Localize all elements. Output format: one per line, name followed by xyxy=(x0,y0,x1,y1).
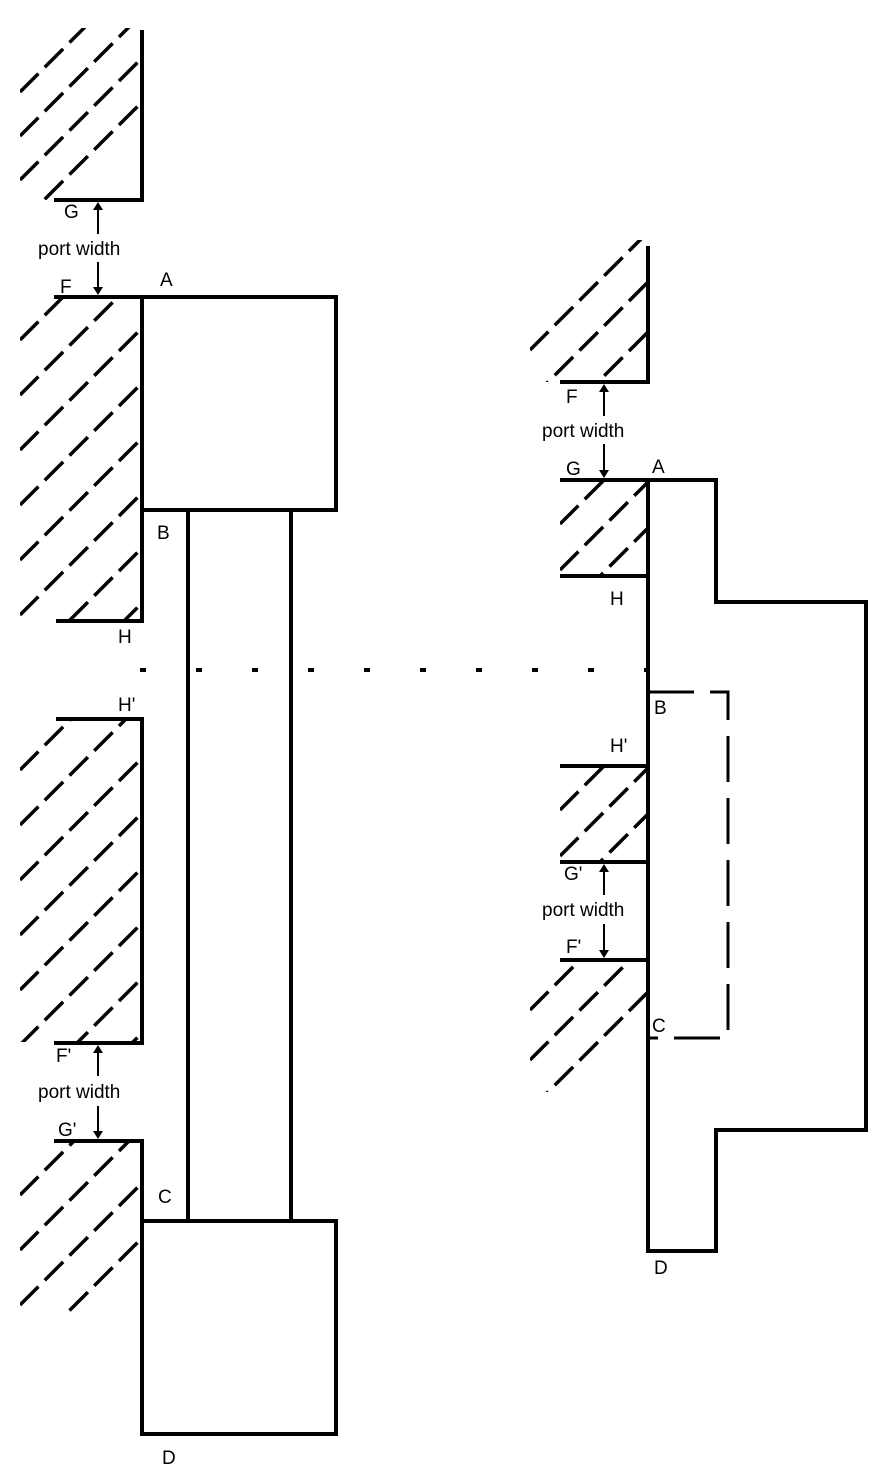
right-view: port width port width F G A H B H' G' F'… xyxy=(530,240,868,1279)
label-d-left: D xyxy=(162,1448,176,1469)
port-width-label-top-right: port width xyxy=(542,421,624,442)
housing-block-upper-left xyxy=(20,295,144,623)
housing-block-lower-left xyxy=(20,717,144,1045)
spool-left xyxy=(140,295,338,1436)
label-f-right: F xyxy=(566,387,578,408)
label-h-right: H xyxy=(610,589,624,610)
label-g-right: G xyxy=(566,459,581,480)
label-f-prime-left: F' xyxy=(56,1046,71,1067)
label-f-left: F xyxy=(60,277,72,298)
label-a-right: A xyxy=(652,457,665,478)
label-b-left: B xyxy=(157,523,170,544)
label-h-left: H xyxy=(118,627,132,648)
spool-land-lower xyxy=(140,1219,338,1436)
label-f-prime-right: F' xyxy=(566,937,581,958)
housing-block-top-right xyxy=(530,240,650,384)
label-g-left: G xyxy=(64,202,79,223)
label-b-right: B xyxy=(654,698,667,719)
label-d-right: D xyxy=(654,1258,668,1279)
label-a-left: A xyxy=(160,270,173,291)
label-g-prime-right: G' xyxy=(564,864,582,885)
spool-right-dashed-pocket xyxy=(648,690,730,1040)
left-view: port width port width G F A B H H' F' G'… xyxy=(20,28,338,1469)
label-g-prime-left: G' xyxy=(58,1120,76,1141)
port-width-label-top-left: port width xyxy=(38,239,120,260)
housing-block-bottom-right xyxy=(530,958,650,1092)
label-c-left: C xyxy=(158,1187,172,1208)
housing-block-upper-right xyxy=(560,478,650,578)
label-h-prime-left: H' xyxy=(118,695,135,716)
port-width-label-bottom-right: port width xyxy=(542,900,624,921)
housing-block-top-left xyxy=(20,28,144,202)
label-h-prime-right: H' xyxy=(610,736,627,757)
spool-right-outline xyxy=(646,478,868,1253)
label-c-right: C xyxy=(652,1016,666,1037)
port-width-label-bottom-left: port width xyxy=(38,1082,120,1103)
spool-land-upper xyxy=(140,295,338,512)
